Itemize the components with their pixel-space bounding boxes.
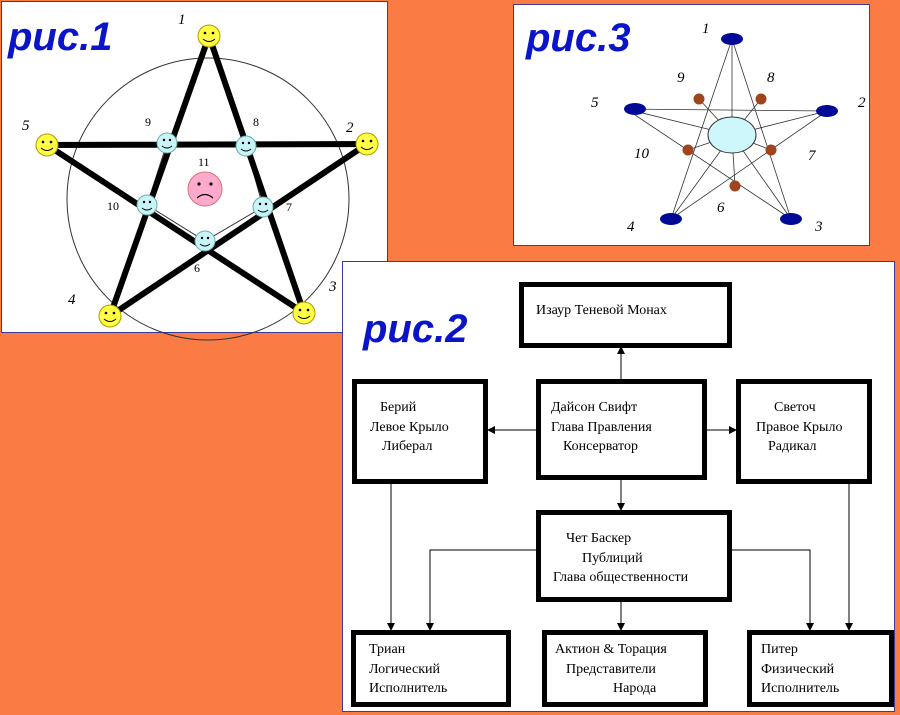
- box-right-line-2: Правое Крыло: [756, 420, 843, 435]
- inner-node: [765, 144, 777, 156]
- node-label-7: 7: [808, 148, 817, 164]
- node-label-1: 1: [702, 21, 710, 37]
- node-label-3: 3: [814, 219, 823, 235]
- node-label-5: 5: [591, 95, 599, 111]
- box-left-line-2: Левое Крыло: [370, 420, 449, 435]
- node-label-5: 5: [22, 118, 30, 134]
- figure-3-title: рис.3: [526, 16, 631, 60]
- box-center-line-1: Дайсон Свифт: [551, 400, 638, 415]
- sad-face-icon: [187, 171, 223, 207]
- outer-node: [780, 213, 802, 225]
- box-bl-line-3: Исполнитель: [369, 681, 448, 696]
- smiley-face-icon: [194, 230, 216, 252]
- node-label-8: 8: [767, 70, 775, 86]
- node-label-10: 10: [634, 146, 650, 162]
- figure-3-diagram: 1 2 3 4 5 6 7 8 9 10: [591, 21, 866, 235]
- star-outline: [36, 34, 377, 324]
- node-label-4: 4: [627, 219, 635, 235]
- box-br-line-3: Исполнитель: [761, 681, 840, 696]
- figure-1-diagram: 1 2 3 4 5 6 7 8 9 10 11: [22, 12, 379, 341]
- smiley-face-icon: [156, 132, 178, 154]
- figure-1-panel: 1 2 3 4 5 6 7 8 9 10 11 рис.1: [1, 1, 388, 341]
- arrow-middle-to-bl: [426, 549, 536, 631]
- outer-node: [660, 213, 682, 225]
- box-left-line-3: Либерал: [382, 439, 433, 454]
- box-br-line-1: Питер: [761, 642, 798, 657]
- box-bottom-left: Триан Логический Исполнитель: [351, 630, 511, 707]
- box-middle-line-2: Публиций: [582, 551, 643, 566]
- inner-node: [729, 180, 741, 192]
- node-label-6: 6: [194, 261, 200, 275]
- box-middle-line-3: Глава общественности: [553, 570, 689, 585]
- smiley-face-icon: [292, 301, 316, 325]
- node-label-2: 2: [858, 95, 866, 111]
- inner-node: [682, 144, 694, 156]
- box-bottom-right: Питер Физический Исполнитель: [747, 630, 894, 707]
- node-label-8: 8: [253, 115, 259, 129]
- figure-3-panel: 1 2 3 4 5 6 7 8 9 10 рис.3: [513, 4, 870, 246]
- box-center-line-3: Консерватор: [563, 439, 638, 454]
- node-label-6: 6: [717, 200, 725, 216]
- box-bc-line-2: Представители: [566, 662, 656, 677]
- smiley-face-icon: [98, 304, 122, 328]
- node-label-11: 11: [198, 155, 210, 169]
- box-bottom-center: Актион & Торация Представители Народа: [542, 630, 708, 707]
- smiley-face-icon: [355, 132, 379, 156]
- figure-1-title: рис.1: [8, 15, 113, 59]
- box-left: Берий Левое Крыло Либерал: [352, 379, 488, 484]
- figure-2-title: рис.2: [363, 307, 468, 351]
- smiley-face-icon: [252, 196, 274, 218]
- box-middle: Чет Баскер Публиций Глава общественности: [536, 510, 732, 602]
- box-left-line-1: Берий: [380, 400, 417, 415]
- box-top: Изаур Теневой Монах: [519, 282, 732, 348]
- figure-2-connectors: [387, 346, 853, 631]
- smiley-face-icon: [197, 24, 221, 48]
- node-label-4: 4: [68, 292, 76, 308]
- smiley-face-icon: [35, 133, 59, 157]
- node-label-3: 3: [328, 279, 337, 295]
- box-right-line-1: Светоч: [774, 400, 816, 415]
- box-center: Дайсон Свифт Глава Правления Консерватор: [536, 379, 707, 480]
- node-label-1: 1: [178, 12, 186, 28]
- box-bl-line-2: Логический: [369, 662, 440, 677]
- node-label-9: 9: [145, 115, 151, 129]
- inner-node: [693, 93, 705, 105]
- node-label-2: 2: [346, 120, 354, 136]
- smiley-face-icon: [235, 135, 257, 157]
- center-node: [707, 116, 757, 154]
- box-bl-line-1: Триан: [369, 642, 406, 657]
- box-top-line-1: Изаур Теневой Монах: [536, 303, 667, 318]
- node-label-10: 10: [107, 199, 119, 213]
- arrow-middle-to-br: [732, 549, 814, 631]
- outer-node: [624, 103, 646, 115]
- smiley-face-icon: [136, 194, 158, 216]
- box-bc-line-1: Актион & Торация: [555, 642, 667, 657]
- outer-node: [816, 105, 838, 117]
- box-center-line-2: Глава Правления: [551, 420, 652, 435]
- box-right-line-3: Радикал: [768, 439, 817, 454]
- box-br-line-2: Физический: [761, 662, 835, 677]
- figure-2-panel: рис.2 Изаур Теневой Монах Дайсон Свифт Г…: [342, 261, 895, 712]
- outer-circle: [66, 57, 350, 341]
- inner-node: [755, 93, 767, 105]
- node-label-9: 9: [677, 70, 685, 86]
- node-label-7: 7: [286, 200, 292, 214]
- box-bc-line-3: Народа: [613, 681, 657, 696]
- box-middle-line-1: Чет Баскер: [566, 531, 632, 546]
- box-right: Светоч Правое Крыло Радикал: [736, 379, 872, 484]
- outer-node: [721, 33, 743, 45]
